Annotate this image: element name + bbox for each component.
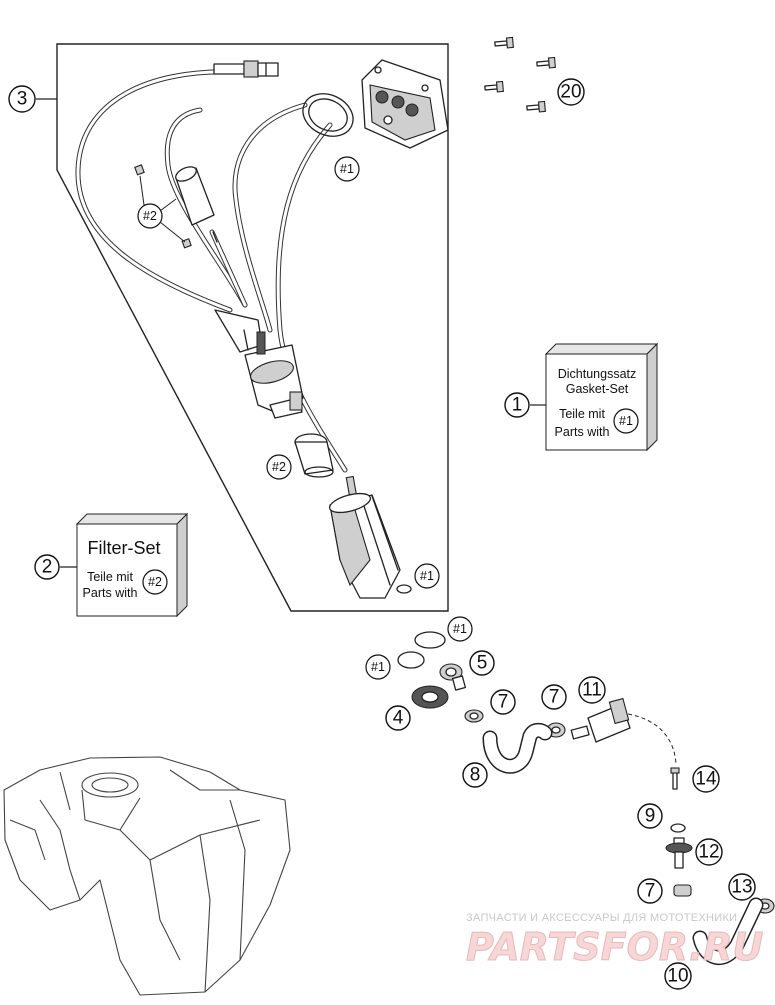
callout-14: 14 <box>692 765 720 793</box>
callout-10: 10 <box>664 962 692 990</box>
svg-text:8: 8 <box>470 765 481 786</box>
ref-1-flange-gasket: #1 <box>334 156 360 182</box>
ref-2-leader-b <box>159 221 186 243</box>
screws-20 <box>484 36 556 113</box>
svg-text:20: 20 <box>560 82 581 103</box>
wire-connector <box>213 60 279 78</box>
gasket-set-ref: #1 <box>613 408 639 434</box>
callout-7c: 7 <box>637 878 663 904</box>
part-8-elbow-hose <box>482 722 553 774</box>
callout-9: 9 <box>637 803 663 829</box>
ref-2-leader-a <box>159 198 177 212</box>
ref-1-pump-seal: #1 <box>414 563 440 589</box>
svg-text:4: 4 <box>393 708 404 729</box>
svg-text:#1: #1 <box>340 162 354 176</box>
svg-text:2: 2 <box>42 557 53 578</box>
svg-text:7: 7 <box>498 692 509 713</box>
svg-text:#1: #1 <box>420 569 434 583</box>
hose-clamp-7a <box>464 709 484 723</box>
callout-7a: 7 <box>490 689 516 715</box>
part-10-hose <box>692 897 764 966</box>
part-12-nipple <box>665 837 693 869</box>
o-ring-medium <box>397 651 425 669</box>
gasket-set-line2: Gasket-Set <box>566 382 629 396</box>
hose-clamp-7c <box>673 884 692 897</box>
callout-7b: 7 <box>541 684 567 710</box>
svg-text:#1: #1 <box>371 660 385 674</box>
fuel-pump-body <box>214 309 304 419</box>
callout-2: 2 <box>34 554 60 580</box>
svg-text:#2: #2 <box>272 460 286 474</box>
part-5-fitting <box>439 663 467 691</box>
callout-4: 4 <box>385 705 411 731</box>
filter-set-ref: #2 <box>142 569 168 595</box>
watermark-brand: PARTSFOR.RU <box>466 925 764 969</box>
svg-text:#2: #2 <box>148 575 162 589</box>
filter-set-box: Filter-Set Teile mit Parts with #2 <box>75 512 189 618</box>
callout-13: 13 <box>728 873 756 901</box>
part-4-flange <box>411 685 449 709</box>
ref-1-o-ring-top: #1 <box>447 616 473 642</box>
svg-text:7: 7 <box>549 687 560 708</box>
gasket-set-line3: Teile mit <box>559 407 605 421</box>
watermark-tagline: ЗАПЧАСТИ И АКСЕССУАРЫ ДЛЯ МОТОТЕХНИКИ <box>466 912 737 924</box>
flange-gasket-ring <box>302 93 354 137</box>
svg-text:10: 10 <box>667 966 688 987</box>
svg-text:5: 5 <box>477 653 488 674</box>
part-9-ring <box>670 823 686 833</box>
fuel-tank <box>3 756 291 996</box>
gasket-set-box: Dichtungssatz Gasket-Set Teile mit Parts… <box>544 342 659 452</box>
ref-2-filter-small: #2 <box>137 203 163 229</box>
pump-flange <box>361 59 449 149</box>
gasket-set-line1: Dichtungssatz <box>558 367 637 381</box>
ref-1-o-ring-left: #1 <box>365 654 391 680</box>
fuel-pump-cartridge <box>328 475 412 599</box>
o-ring-large <box>414 631 446 649</box>
fuel-pump-hoses <box>75 69 348 473</box>
svg-text:14: 14 <box>695 769 717 790</box>
callout-20: 20 <box>557 78 585 106</box>
svg-text:#1: #1 <box>619 414 633 428</box>
svg-text:9: 9 <box>645 806 656 827</box>
fuel-filter-small <box>134 164 218 249</box>
svg-text:12: 12 <box>698 842 719 863</box>
filter-set-title: Filter-Set <box>87 538 160 558</box>
filter-set-line1: Teile mit <box>87 570 133 584</box>
callout-3: 3 <box>8 85 36 113</box>
svg-text:7: 7 <box>645 881 656 902</box>
filter-sleeve <box>294 433 334 478</box>
svg-text:3: 3 <box>17 89 28 110</box>
ref-2-filter-sleeve: #2 <box>266 454 292 480</box>
svg-text:#1: #1 <box>453 622 467 636</box>
svg-text:13: 13 <box>731 877 752 898</box>
filter-set-line2: Parts with <box>83 586 138 600</box>
assembly-3-outline <box>56 43 449 612</box>
svg-text:1: 1 <box>512 395 523 416</box>
callout-11: 11 <box>578 676 606 704</box>
callout-5: 5 <box>469 650 495 676</box>
callout-12: 12 <box>695 838 723 866</box>
svg-text:11: 11 <box>582 680 602 701</box>
ref-2-leader-c <box>139 175 145 206</box>
part-14-pin <box>670 767 680 790</box>
callout-1: 1 <box>504 392 530 418</box>
callout-8: 8 <box>462 762 488 788</box>
svg-text:#2: #2 <box>143 209 157 223</box>
part-11-connector <box>570 697 677 766</box>
gasket-set-line4: Parts with <box>555 425 610 439</box>
